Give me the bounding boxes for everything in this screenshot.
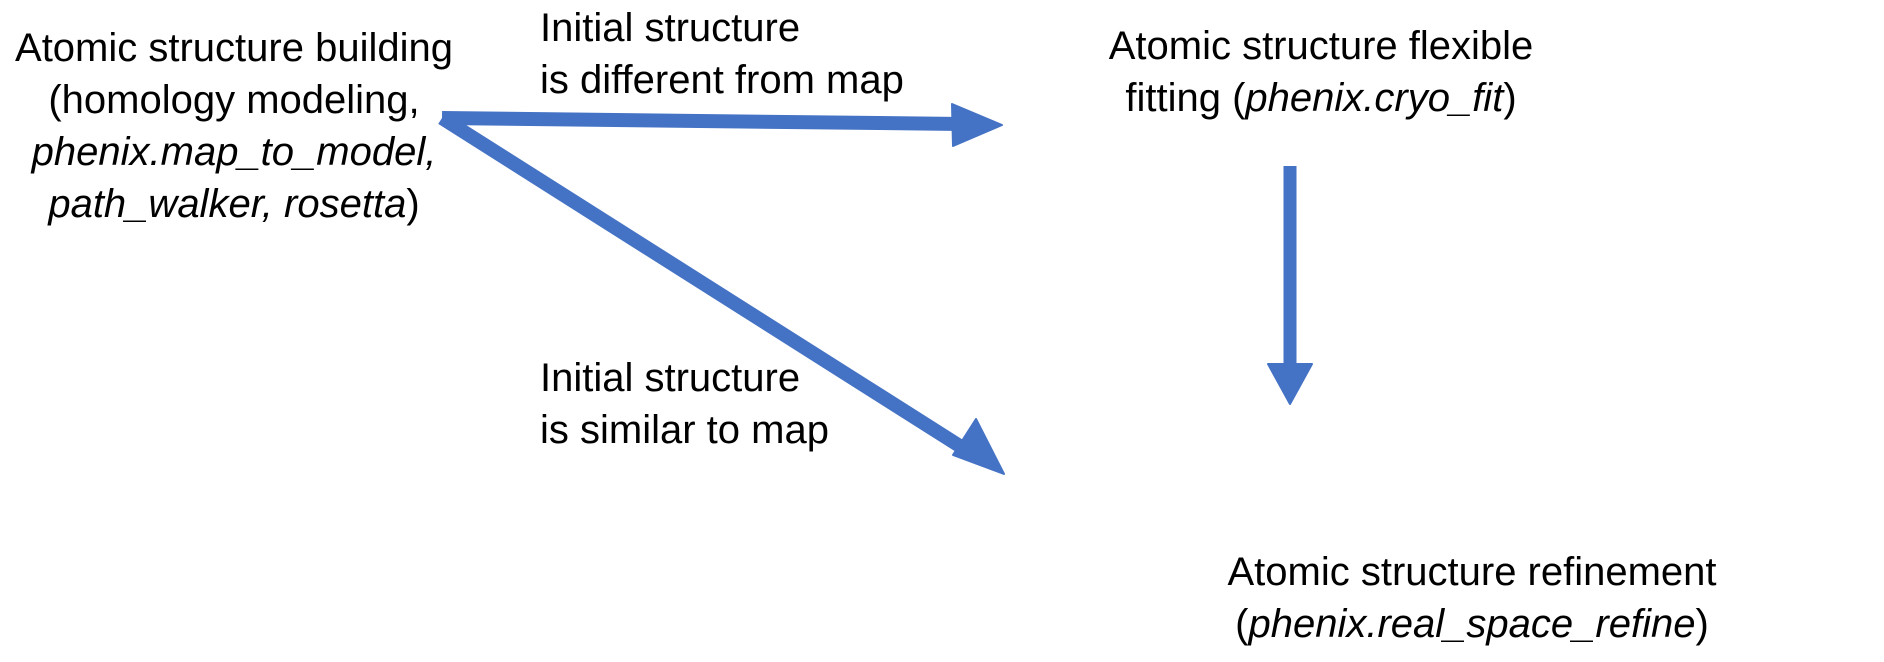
edge-label-different-from-map: Initial structure is different from map — [540, 2, 930, 106]
edge-label-line: Initial structure — [540, 356, 801, 400]
node-line-suffix: ) — [1695, 602, 1709, 646]
node-line: (homology modeling, — [48, 78, 420, 122]
node-line-prefix: fitting ( — [1125, 76, 1246, 120]
edge-label-line: is different from map — [540, 58, 904, 102]
node-atomic-structure-refinement: Atomic structure refinement (phenix.real… — [1062, 546, 1882, 650]
node-line: Atomic structure flexible — [1108, 24, 1534, 68]
arrow-shaft-horizontal — [441, 111, 963, 131]
node-line-prefix: ( — [1235, 602, 1249, 646]
node-line: fitting (phenix.cryo_fit) — [1086, 72, 1556, 124]
edge-label-line: Initial structure — [540, 6, 801, 50]
node-line: Atomic structure refinement — [1227, 550, 1717, 594]
node-line-italic: phenix.real_space_refine — [1248, 602, 1696, 646]
node-line: path_walker, rosetta) — [8, 178, 460, 230]
node-atomic-structure-building: Atomic structure building (homology mode… — [8, 22, 460, 230]
node-line: (phenix.real_space_refine) — [1062, 598, 1882, 650]
arrow-head-diagonal — [952, 418, 1005, 475]
edge-label-similar-to-map: Initial structure is similar to map — [540, 352, 860, 456]
node-line-suffix: ) — [1503, 76, 1517, 120]
node-line-italic: phenix.cryo_fit — [1245, 76, 1504, 120]
node-line-suffix: ) — [406, 182, 420, 226]
edge-label-line: is similar to map — [540, 408, 829, 452]
arrow-head-horizontal — [951, 103, 1003, 147]
node-atomic-structure-flexible-fitting: Atomic structure flexible fitting (pheni… — [1086, 20, 1556, 124]
arrow-head-vertical — [1267, 363, 1313, 405]
node-line-italic: path_walker, rosetta — [48, 182, 407, 226]
arrow-building-to-flexible-fitting — [441, 103, 1003, 147]
node-line: phenix.map_to_model, — [31, 130, 437, 174]
arrow-flexible-fitting-to-refinement — [1267, 166, 1313, 405]
node-line: Atomic structure building — [15, 26, 453, 70]
